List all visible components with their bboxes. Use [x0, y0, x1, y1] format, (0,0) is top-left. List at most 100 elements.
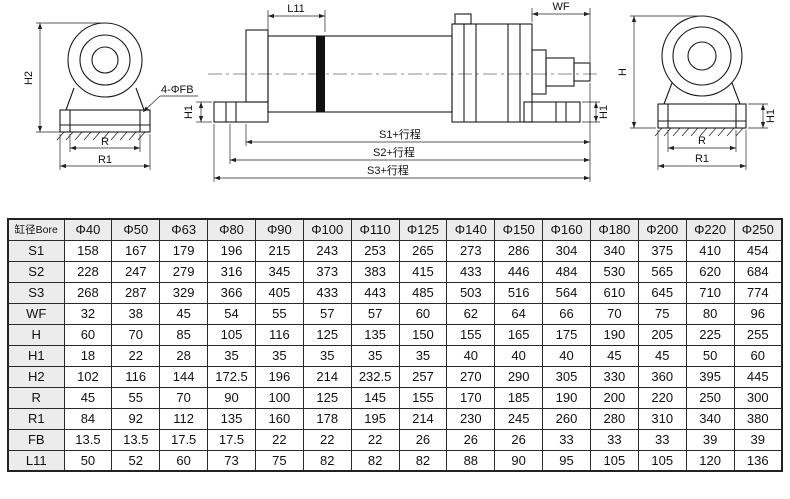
table-cell: 710: [685, 281, 735, 304]
table-cell: 257: [398, 365, 448, 388]
table-cell: 45: [159, 302, 209, 325]
table-cell: 60: [159, 449, 209, 472]
table-cell: 340: [589, 239, 639, 262]
table-cell: 232.5: [350, 365, 400, 388]
table-cell: 179: [159, 239, 209, 262]
table-cell: 383: [350, 260, 400, 283]
table-cell: 774: [733, 281, 783, 304]
table-cell: 116: [254, 323, 304, 346]
header-cell: Φ80: [207, 218, 256, 241]
table-cell: 90: [207, 386, 256, 409]
table-cell: 415: [398, 260, 448, 283]
table-cell: 214: [302, 365, 352, 388]
table-cell: 38: [111, 302, 161, 325]
left-view-clevis-mount: [59, 22, 151, 133]
table-cell: 66: [542, 302, 591, 325]
table-cell: 195: [350, 407, 400, 430]
table-cell: 125: [302, 386, 352, 409]
table-cell: 35: [350, 344, 400, 367]
table-cell: 190: [542, 386, 591, 409]
table-cell: 268: [63, 281, 113, 304]
table-cell: 243: [302, 239, 352, 262]
table-cell: 96: [733, 302, 783, 325]
header-cell: Φ63: [159, 218, 209, 241]
dim-label-s2-stroke: S2+行程: [373, 146, 415, 159]
weld-band: [316, 36, 325, 112]
table-cell: 136: [733, 449, 783, 472]
table-cell: 684: [733, 260, 783, 283]
right-mounting-foot: [523, 101, 581, 123]
dim-label-h1-left: H1: [183, 105, 195, 119]
table-cell: 610: [589, 281, 639, 304]
table-cell: 60: [63, 323, 113, 346]
table-cell: 17.5: [207, 428, 256, 451]
dim-label-r-left: R: [101, 136, 109, 148]
table-cell: 135: [207, 407, 256, 430]
table-cell: 50: [63, 449, 113, 472]
table-cell: 70: [111, 323, 161, 346]
table-cell: 375: [637, 239, 687, 262]
middle-view-dimensions: [196, 8, 600, 182]
table-cell: 80: [685, 302, 735, 325]
table-cell: 55: [111, 386, 161, 409]
table-cell: 395: [685, 365, 735, 388]
header-cell: Φ100: [302, 218, 352, 241]
table-cell: 405: [254, 281, 304, 304]
table-cell: 564: [542, 281, 591, 304]
header-cell-bore: 缸径Bore: [7, 218, 65, 241]
table-cell: 265: [398, 239, 448, 262]
table-cell: 287: [111, 281, 161, 304]
row-label: R: [7, 386, 65, 409]
table-cell: 220: [637, 386, 687, 409]
table-cell: 215: [254, 239, 304, 262]
header-cell: Φ90: [254, 218, 304, 241]
table-cell: 57: [302, 302, 352, 325]
dim-label-h1-rightview: H1: [765, 109, 777, 123]
table-cell: 360: [637, 365, 687, 388]
table-cell: 45: [63, 386, 113, 409]
table-cell: 484: [542, 260, 591, 283]
table-cell: 135: [350, 323, 400, 346]
right-view-ground-hatch: [654, 127, 744, 137]
rear-cap: [245, 29, 269, 103]
header-cell: Φ180: [589, 218, 639, 241]
table-cell: 250: [685, 386, 735, 409]
table-cell: 52: [111, 449, 161, 472]
left-view-outer-ring: [67, 22, 143, 98]
table-cell: 40: [542, 344, 591, 367]
table-cell: 516: [494, 281, 544, 304]
table-cell: 54: [207, 302, 256, 325]
table-cell: 255: [733, 323, 783, 346]
table-cell: 35: [207, 344, 256, 367]
table-cell: 340: [685, 407, 735, 430]
right-view-outer-ring: [661, 15, 743, 97]
table-cell: 373: [302, 260, 352, 283]
table-cell: 116: [111, 365, 161, 388]
table-cell: 22: [350, 428, 400, 451]
table-cell: 158: [63, 239, 113, 262]
table-cell: 245: [494, 407, 544, 430]
table-cell: 75: [254, 449, 304, 472]
table-cell: 230: [446, 407, 496, 430]
row-label: H1: [7, 344, 65, 367]
left-view-dimensions: [36, 22, 198, 170]
row-label: WF: [7, 302, 65, 325]
piston-rod: [545, 57, 575, 87]
table-cell: 155: [446, 323, 496, 346]
table-cell: 22: [302, 428, 352, 451]
table-cell: 645: [637, 281, 687, 304]
left-view-inner-ring: [79, 34, 131, 86]
table-cell: 100: [254, 386, 304, 409]
header-cell: Φ40: [63, 218, 113, 241]
table-cell: 253: [350, 239, 400, 262]
table-cell: 33: [589, 428, 639, 451]
table-cell: 305: [542, 365, 591, 388]
table-cell: 433: [302, 281, 352, 304]
table-cell: 45: [589, 344, 639, 367]
top-port-boss: [454, 13, 472, 25]
